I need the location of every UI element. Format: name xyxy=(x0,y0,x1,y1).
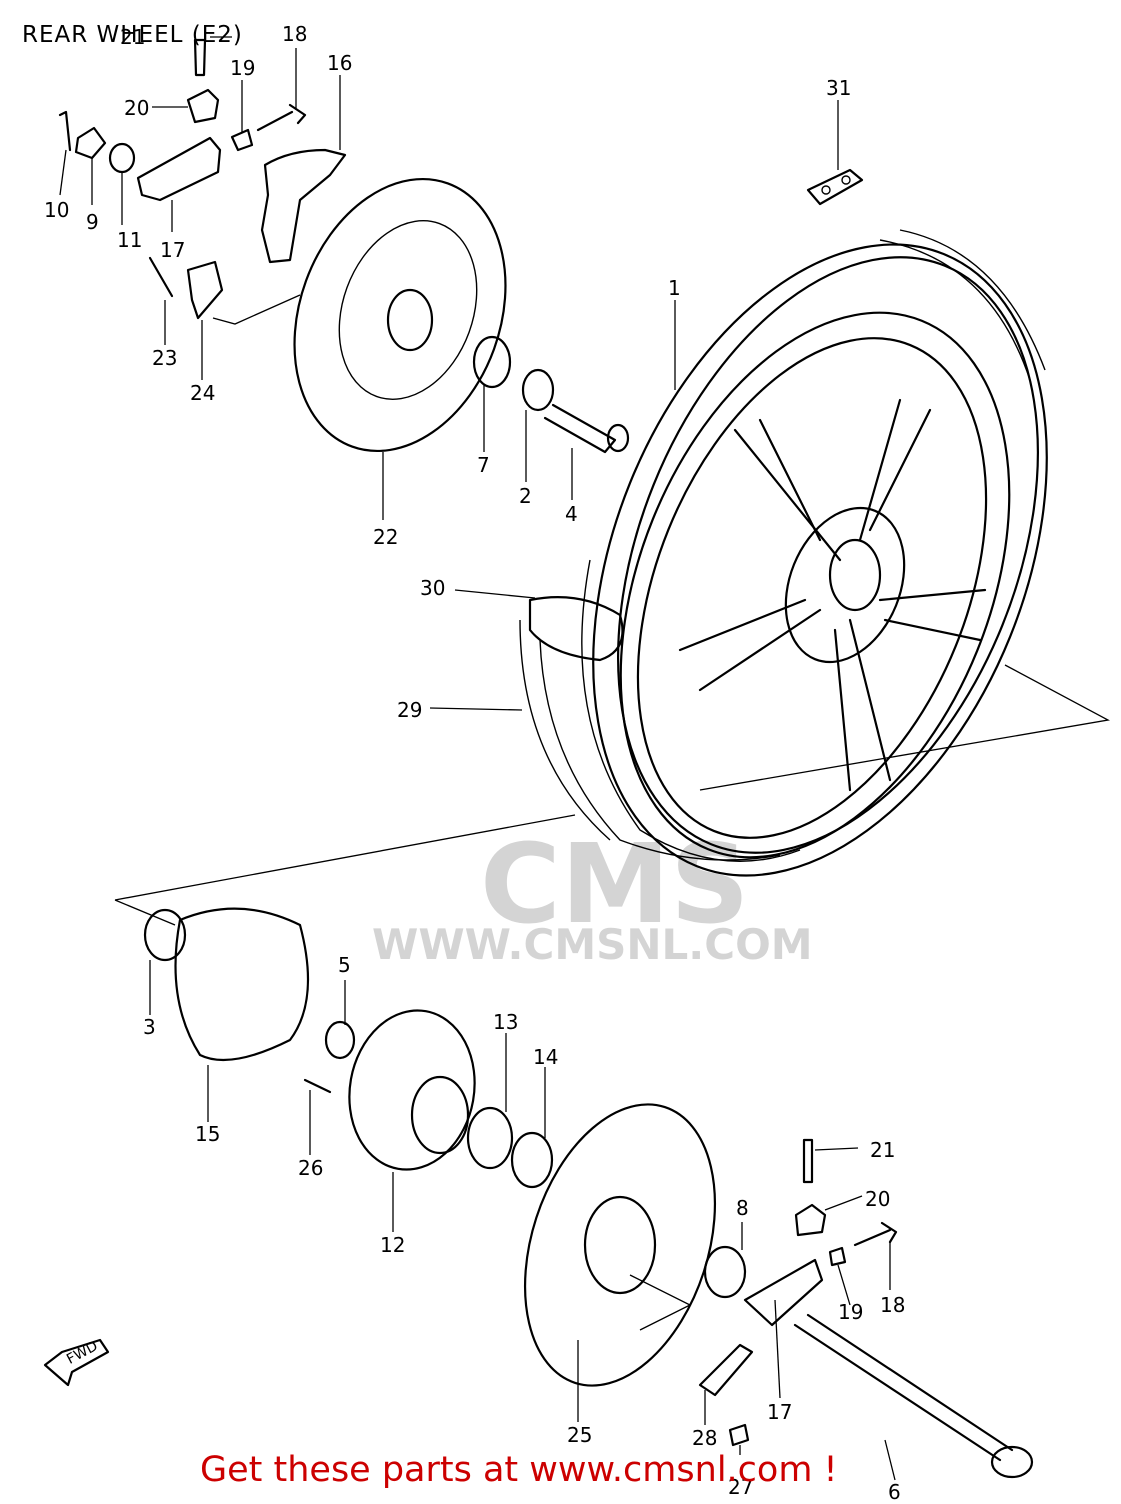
callout-19-upper[interactable]: 19 xyxy=(230,56,256,80)
fwd-arrow xyxy=(43,1338,110,1387)
callout-15[interactable]: 15 xyxy=(195,1122,221,1146)
diagram-title: REAR WHEEL (E2) xyxy=(22,22,243,48)
callout-30[interactable]: 30 xyxy=(420,576,446,600)
callout-19-lower[interactable]: 19 xyxy=(838,1300,864,1324)
callout-21-lower[interactable]: 21 xyxy=(870,1138,896,1162)
callout-6[interactable]: 6 xyxy=(888,1480,901,1504)
callout-3[interactable]: 3 xyxy=(143,1015,156,1039)
callout-12[interactable]: 12 xyxy=(380,1233,406,1257)
tube-part xyxy=(519,619,611,841)
tyre-valve-part xyxy=(806,168,864,206)
hub-bearings-lower xyxy=(466,1106,554,1189)
rear-hub-part xyxy=(303,1009,476,1171)
watermark-url: WWW.CMSNL.COM xyxy=(372,920,813,969)
callout-23[interactable]: 23 xyxy=(152,346,178,370)
callout-7[interactable]: 7 xyxy=(477,453,490,477)
callout-18-upper[interactable]: 18 xyxy=(282,22,308,46)
callout-4[interactable]: 4 xyxy=(565,502,578,526)
rear-wheel-tyre xyxy=(539,229,1048,877)
callout-18-lower[interactable]: 18 xyxy=(880,1293,906,1317)
callout-28[interactable]: 28 xyxy=(692,1426,718,1450)
sprocket-part xyxy=(523,1103,717,1387)
leader-lines xyxy=(59,36,896,1481)
hub-bearings xyxy=(472,335,630,454)
hub-damper-part xyxy=(143,907,310,1062)
rim-band-part xyxy=(528,596,624,662)
caliper-bracket-part xyxy=(260,148,347,264)
callout-26[interactable]: 26 xyxy=(298,1156,324,1180)
footer-link[interactable]: Get these parts at www.cmsnl.com ! xyxy=(200,1450,838,1490)
axle-and-adjusters xyxy=(698,1138,1034,1479)
callout-21-upper[interactable]: 21 xyxy=(120,25,146,49)
callout-16[interactable]: 16 xyxy=(327,51,353,75)
callout-29[interactable]: 29 xyxy=(397,698,423,722)
callout-20-lower[interactable]: 20 xyxy=(865,1187,891,1211)
callout-9[interactable]: 9 xyxy=(86,210,99,234)
callout-8[interactable]: 8 xyxy=(736,1196,749,1220)
brake-disc-part xyxy=(293,177,507,453)
callout-20-upper[interactable]: 20 xyxy=(124,96,150,120)
callout-10[interactable]: 10 xyxy=(44,198,70,222)
callout-1[interactable]: 1 xyxy=(668,276,681,300)
callout-22[interactable]: 22 xyxy=(373,525,399,549)
upper-small-parts xyxy=(58,38,307,320)
callout-13[interactable]: 13 xyxy=(493,1010,519,1034)
callout-2[interactable]: 2 xyxy=(519,484,532,508)
callout-11[interactable]: 11 xyxy=(117,228,143,252)
callout-25[interactable]: 25 xyxy=(567,1423,593,1447)
callout-31[interactable]: 31 xyxy=(826,76,852,100)
callout-27[interactable]: 27 xyxy=(728,1475,754,1499)
callout-17-lower[interactable]: 17 xyxy=(767,1400,793,1424)
callout-17-upper[interactable]: 17 xyxy=(160,238,186,262)
callout-5[interactable]: 5 xyxy=(338,953,351,977)
callout-24[interactable]: 24 xyxy=(190,381,216,405)
callout-14[interactable]: 14 xyxy=(533,1045,559,1069)
